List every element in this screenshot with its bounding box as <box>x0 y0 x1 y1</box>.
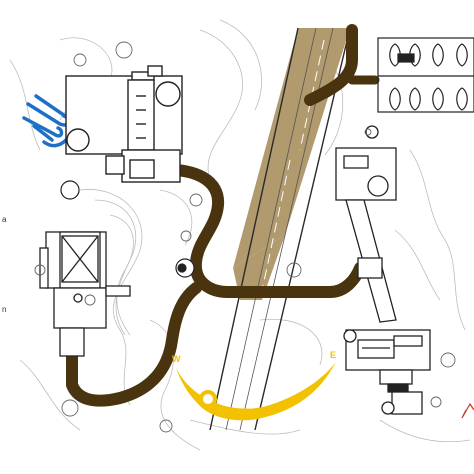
pedestrian-path <box>66 24 380 407</box>
building-west-pavilion <box>39 231 131 357</box>
building-north-west <box>65 65 183 183</box>
edge-text-upper: a <box>2 215 7 224</box>
building-east <box>335 125 397 201</box>
north-arrow-icon <box>461 402 474 419</box>
compass-west-label: W <box>172 354 181 364</box>
sun-path-arc-icon: W E <box>172 350 336 421</box>
tree-icon <box>34 41 456 433</box>
circular-planter <box>60 180 195 278</box>
compass-east-label: E <box>330 350 336 360</box>
parking-icon <box>377 37 474 113</box>
parked-cars <box>389 43 468 111</box>
edge-text-lower: n <box>2 305 6 314</box>
building-east-wing <box>343 199 431 415</box>
